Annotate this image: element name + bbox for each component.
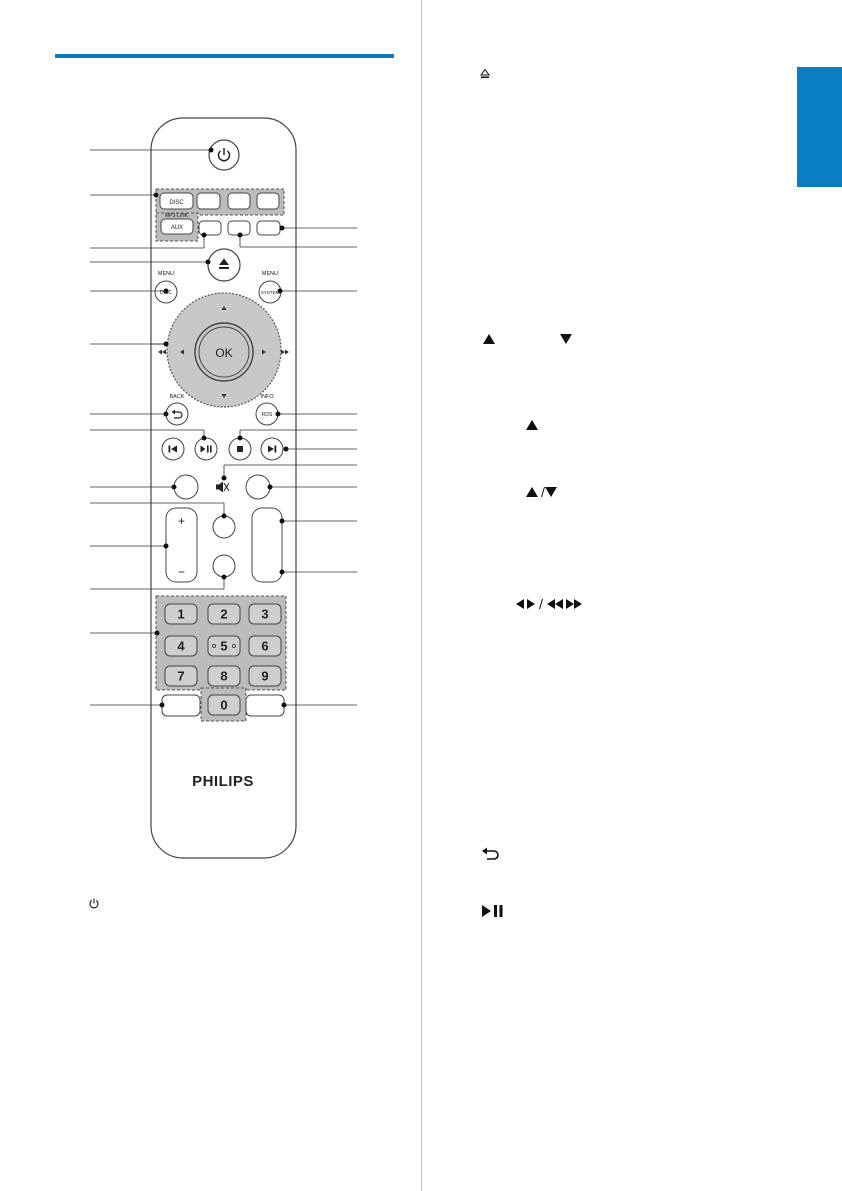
back-label: BACK <box>170 394 185 400</box>
source-button-2[interactable] <box>196 192 221 210</box>
digit-key-label: 9 <box>261 669 268 684</box>
disc-source-button[interactable] <box>159 192 194 210</box>
power-icon <box>89 898 99 909</box>
volume-plus-label: + <box>178 514 185 528</box>
page-divider <box>421 0 422 1191</box>
nav-right-arrow <box>262 349 266 355</box>
mute-icon <box>216 481 230 493</box>
right-rocker[interactable] <box>251 507 283 583</box>
nav-up-arrow <box>221 306 227 310</box>
digit-key-0[interactable] <box>207 694 241 716</box>
rds-label: RDS <box>262 412 273 418</box>
back-arrow-icon <box>172 409 183 419</box>
digit-key-3[interactable] <box>248 603 282 625</box>
digit-key-5[interactable] <box>207 635 241 657</box>
play-pause-icon <box>200 445 212 453</box>
fastforward-label-icon <box>281 349 289 355</box>
digit-key-4[interactable] <box>164 635 198 657</box>
nav-left-arrow <box>180 349 184 355</box>
next-icon <box>268 445 277 453</box>
digit-key-8[interactable] <box>207 665 241 687</box>
volume-minus-label: − <box>178 565 185 579</box>
digit-key-label: 8 <box>220 669 227 684</box>
callout-lines-left <box>90 149 225 706</box>
center-upper-button[interactable] <box>212 515 236 539</box>
digit-key-label: 3 <box>261 607 268 622</box>
language-tab <box>797 67 842 187</box>
tactile-dot <box>211 644 216 649</box>
aux-label: AUX <box>171 225 183 231</box>
digit-key-6[interactable] <box>248 635 282 657</box>
source-button-3[interactable] <box>227 192 251 210</box>
callout-dots-left <box>153 147 227 708</box>
digit-key-label: 1 <box>177 607 184 622</box>
mp3link-label: MP3-LINK <box>165 213 189 219</box>
aux-button[interactable] <box>160 218 194 235</box>
digit-key-label: 6 <box>261 639 268 654</box>
disc-source-label: DISC <box>169 200 184 206</box>
source-button-4[interactable] <box>256 192 280 210</box>
up-triangle-icon <box>483 334 495 344</box>
digit-key-label: 4 <box>177 639 185 654</box>
numeric-keypad: 1 2 3 4 5 6 7 8 9 0 <box>164 603 282 716</box>
stop-icon <box>237 446 243 452</box>
center-lower-button[interactable] <box>212 554 236 578</box>
up-triangle-icon <box>526 420 538 430</box>
previous-icon <box>168 445 177 453</box>
back-button[interactable] <box>165 402 189 426</box>
digit-key-9[interactable] <box>248 665 282 687</box>
eject-icon <box>480 68 490 78</box>
back-arrow-icon <box>482 847 499 860</box>
brand-logo-text: PHILIPS <box>192 773 254 790</box>
ok-button[interactable] <box>198 326 250 378</box>
callout-dots-right <box>221 225 289 708</box>
left-round-button[interactable] <box>173 474 199 500</box>
system-menu-label: SYSTEM <box>261 290 280 295</box>
down-triangle-icon <box>560 334 572 344</box>
play-pause-button[interactable] <box>194 437 218 461</box>
tactile-dot <box>231 644 236 649</box>
digit-key-label: 7 <box>177 669 184 684</box>
digit-key-1[interactable] <box>164 603 198 625</box>
digit-key-label: 2 <box>220 607 227 622</box>
info-label: INFO <box>260 394 274 400</box>
menu-left-label: MENU <box>158 271 174 277</box>
digit-key-2[interactable] <box>207 603 241 625</box>
eject-icon <box>219 258 229 269</box>
power-icon <box>217 148 231 162</box>
bottom-left-button[interactable] <box>161 694 201 717</box>
digit-key-label: 5 <box>220 639 227 654</box>
digit-key-7[interactable] <box>164 665 198 687</box>
section-header-rule <box>55 54 394 58</box>
up-down-icon <box>526 486 557 498</box>
play-pause-icon <box>482 905 503 917</box>
digit-key-label: 0 <box>220 698 227 713</box>
ok-label: OK <box>215 346 232 360</box>
button-row2-a[interactable] <box>198 220 222 236</box>
rewind-label-icon <box>158 349 166 355</box>
menu-right-label: MENU <box>262 271 278 277</box>
right-round-button[interactable] <box>245 474 271 500</box>
nav-down-arrow <box>221 394 227 398</box>
button-row2-c[interactable] <box>256 220 281 236</box>
left-right-rewind-ff-icons <box>516 598 582 610</box>
bottom-right-button[interactable] <box>245 694 285 717</box>
